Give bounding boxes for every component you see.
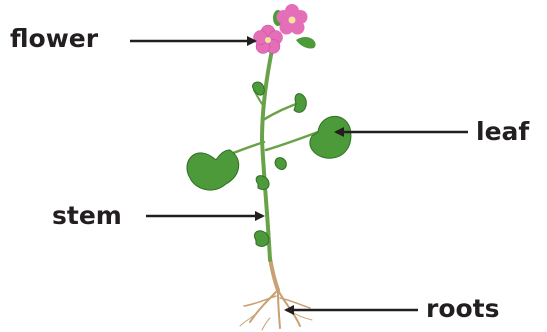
label-roots: roots bbox=[426, 296, 500, 321]
label-leaf: leaf bbox=[476, 119, 529, 144]
label-stem: stem bbox=[52, 203, 122, 228]
label-flower: flower bbox=[10, 26, 98, 51]
plant-flowers bbox=[254, 4, 316, 54]
plant-roots bbox=[240, 258, 312, 330]
